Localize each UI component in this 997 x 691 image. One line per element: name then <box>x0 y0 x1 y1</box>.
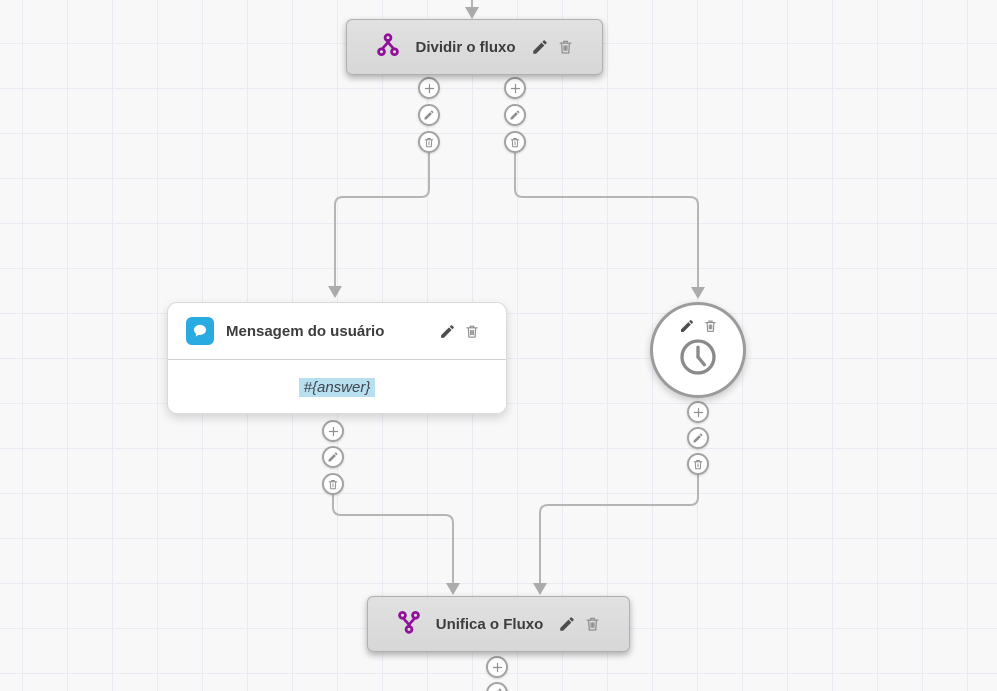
port-delete-button[interactable] <box>418 131 440 153</box>
node-title: Mensagem do usuário <box>226 322 385 340</box>
pencil-icon[interactable] <box>558 615 576 633</box>
pencil-icon[interactable] <box>531 38 549 56</box>
trash-icon[interactable] <box>557 38 574 56</box>
arrowhead-into-timer <box>691 287 705 299</box>
pencil-icon[interactable] <box>679 318 695 334</box>
connector-message-to-merge <box>332 493 454 585</box>
pencil-icon <box>328 452 338 462</box>
port-delete-button[interactable] <box>687 453 709 475</box>
connector-split-to-timer <box>514 152 699 289</box>
arrowhead-into-message <box>328 286 342 298</box>
trash-icon <box>693 459 703 469</box>
merge-branch-icon <box>396 609 422 640</box>
pencil-icon <box>693 433 703 443</box>
split-branch-icon <box>375 32 401 63</box>
trash-icon[interactable] <box>584 615 601 633</box>
port-delete-button[interactable] <box>504 131 526 153</box>
port-delete-button[interactable] <box>322 473 344 495</box>
port-edit-button[interactable] <box>687 427 709 449</box>
port-add-button[interactable] <box>504 77 526 99</box>
arrowhead-into-split <box>465 7 479 19</box>
node-timer[interactable] <box>650 302 746 398</box>
chat-bubble-icon <box>186 317 214 345</box>
node-split-flow[interactable]: Dividir o fluxo <box>346 19 603 75</box>
user-message-body: #{answer} <box>168 360 506 414</box>
port-edit-button[interactable] <box>322 446 344 468</box>
connector-split-to-message <box>334 152 430 288</box>
node-title: Unifica o Fluxo <box>435 615 544 633</box>
trash-icon[interactable] <box>464 323 480 340</box>
port-add-button[interactable] <box>322 420 344 442</box>
trash-icon[interactable] <box>703 318 718 334</box>
port-add-button[interactable] <box>418 77 440 99</box>
arrowhead-timer-into-merge <box>533 583 547 595</box>
port-edit-button[interactable] <box>418 104 440 126</box>
node-merge-flow[interactable]: Unifica o Fluxo <box>367 596 630 652</box>
user-message-header: Mensagem do usuário <box>168 303 506 360</box>
pencil-icon <box>497 688 502 691</box>
arrowhead-message-into-merge <box>446 583 460 595</box>
port-add-button[interactable] <box>687 401 709 423</box>
plus-icon <box>693 407 703 417</box>
connector-timer-to-merge <box>539 473 699 585</box>
port-add-button[interactable] <box>486 656 508 678</box>
trash-icon <box>424 137 434 147</box>
node-user-message[interactable]: Mensagem do usuário #{answer} <box>167 302 507 414</box>
node-title: Dividir o fluxo <box>415 38 516 56</box>
plus-icon <box>424 83 434 93</box>
trash-icon <box>510 137 520 147</box>
variable-chip[interactable]: #{answer} <box>298 377 376 397</box>
plus-icon <box>492 662 502 672</box>
pencil-icon[interactable] <box>439 323 456 340</box>
plus-icon <box>510 83 520 93</box>
pencil-icon <box>424 110 434 120</box>
port-edit-button[interactable] <box>504 104 526 126</box>
pencil-icon <box>510 110 520 120</box>
trash-icon <box>328 479 338 489</box>
plus-icon <box>328 426 338 436</box>
clock-icon <box>678 337 718 382</box>
